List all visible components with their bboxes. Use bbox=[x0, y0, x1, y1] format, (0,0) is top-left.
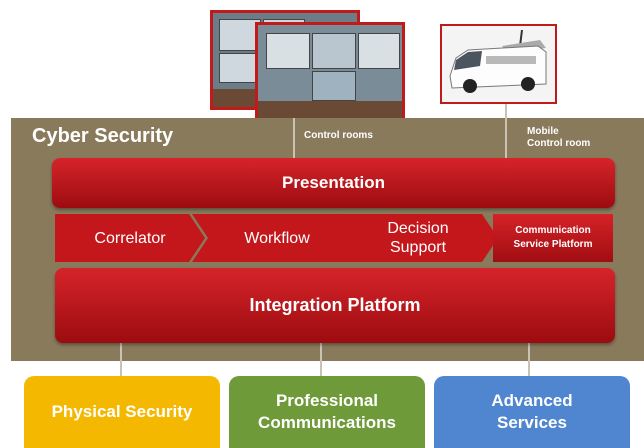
integration-label: Integration Platform bbox=[249, 295, 421, 315]
workflow-label: Workflow bbox=[244, 229, 310, 247]
decision-line1: Decision bbox=[387, 220, 449, 237]
presentation-layer: Presentation bbox=[52, 158, 615, 208]
correlator-chevron: Correlator bbox=[55, 214, 205, 262]
decision-line2: Support bbox=[389, 239, 447, 256]
connector-professional bbox=[320, 342, 322, 376]
presentation-label: Presentation bbox=[282, 173, 385, 192]
connector-advanced bbox=[528, 342, 530, 376]
mobile-label-line1: Mobile bbox=[527, 126, 559, 137]
comm-line2: Service Platform bbox=[513, 239, 593, 250]
mobile-control-room-label: Mobile Control room bbox=[527, 126, 590, 150]
professional-communications-box: Professional Communications bbox=[229, 376, 425, 448]
control-room-photo-front bbox=[255, 22, 405, 122]
professional-line1: Professional bbox=[275, 391, 379, 410]
physical-security-box: Physical Security bbox=[24, 376, 220, 448]
integration-platform-layer: Integration Platform bbox=[55, 268, 615, 343]
communication-service-platform: Communication Service Platform bbox=[493, 214, 613, 262]
workflow-chevron: Workflow bbox=[192, 214, 362, 262]
correlator-label: Correlator bbox=[94, 229, 166, 247]
professional-line2: Communications bbox=[258, 413, 396, 432]
comm-line1: Communication bbox=[515, 225, 591, 236]
physical-security-label: Physical Security bbox=[51, 402, 193, 421]
advanced-line1: Advanced bbox=[491, 391, 573, 410]
decision-support-label: Decision Support bbox=[387, 219, 448, 257]
decision-support-chevron: Decision Support bbox=[338, 214, 498, 262]
mobile-label-line2: Control room bbox=[527, 138, 591, 149]
control-rooms-label: Control rooms bbox=[304, 130, 373, 141]
connector-control-rooms bbox=[293, 118, 295, 158]
connector-mobile bbox=[505, 104, 507, 158]
connector-physical bbox=[120, 342, 122, 376]
advanced-services-box: Advanced Services bbox=[434, 376, 630, 448]
mobile-van-photo bbox=[440, 24, 557, 104]
panel-title: Cyber Security bbox=[32, 125, 174, 147]
advanced-line2: Services bbox=[497, 413, 567, 432]
